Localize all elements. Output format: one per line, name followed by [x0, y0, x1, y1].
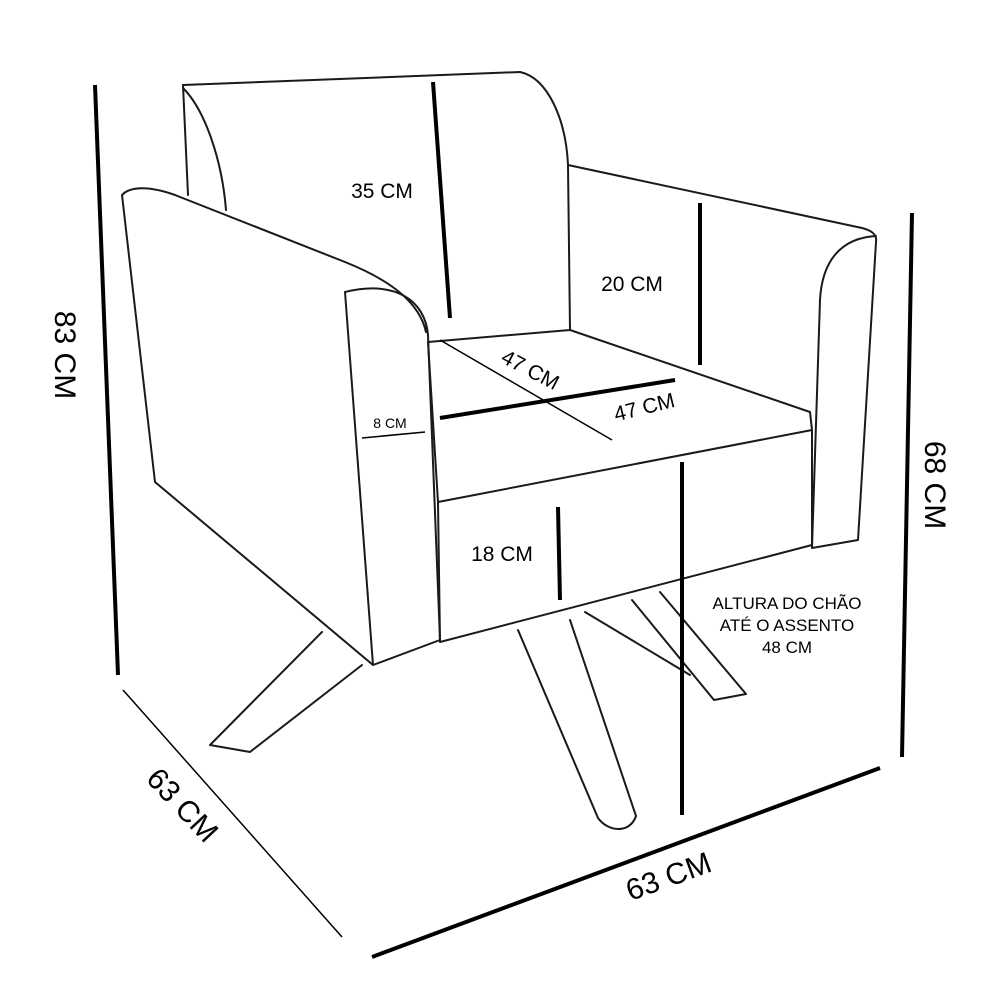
label-83: 83 CM: [48, 311, 81, 399]
armchair-drawing: [121, 71, 878, 830]
backrest-side: [182, 84, 227, 211]
dim-line-18: [556, 506, 562, 601]
leg-left: [209, 631, 363, 753]
dimension-labels: 83 CM 68 CM 63 CM 63 CM 35 CM 20 CM 47 C…: [48, 180, 951, 908]
label-35: 35 CM: [351, 180, 413, 203]
seat-cushion: [427, 329, 813, 643]
dim-line-68: [900, 212, 914, 758]
dim-line-seat-depth: [439, 339, 613, 441]
leg-front: [517, 619, 637, 830]
backrest: [182, 71, 571, 331]
label-seat-width: 47 CM: [612, 389, 678, 426]
dim-line-35: [431, 81, 452, 319]
label-48-line3: 48 CM: [762, 638, 812, 657]
label-width-63: 63 CM: [622, 846, 716, 907]
dimension-lines: [93, 81, 914, 959]
label-8: 8 CM: [373, 415, 406, 431]
leg-rear: [584, 611, 691, 676]
dim-line-8: [361, 431, 426, 439]
dim-line-seat-width: [439, 378, 676, 420]
label-18: 18 CM: [471, 543, 533, 566]
label-seat-depth: 47 CM: [497, 346, 562, 395]
label-48-line2: ATÉ O ASSENTO: [720, 616, 854, 635]
right-arm: [567, 164, 878, 549]
label-depth-63: 63 CM: [140, 762, 224, 849]
dim-line-width-63: [371, 766, 881, 959]
leg-back: [631, 591, 747, 701]
label-48-line1: ALTURA DO CHÃO: [713, 594, 862, 613]
dim-line-depth-63: [122, 689, 343, 938]
label-68: 68 CM: [918, 441, 951, 529]
dim-line-83: [93, 84, 120, 676]
label-20: 20 CM: [601, 273, 663, 296]
